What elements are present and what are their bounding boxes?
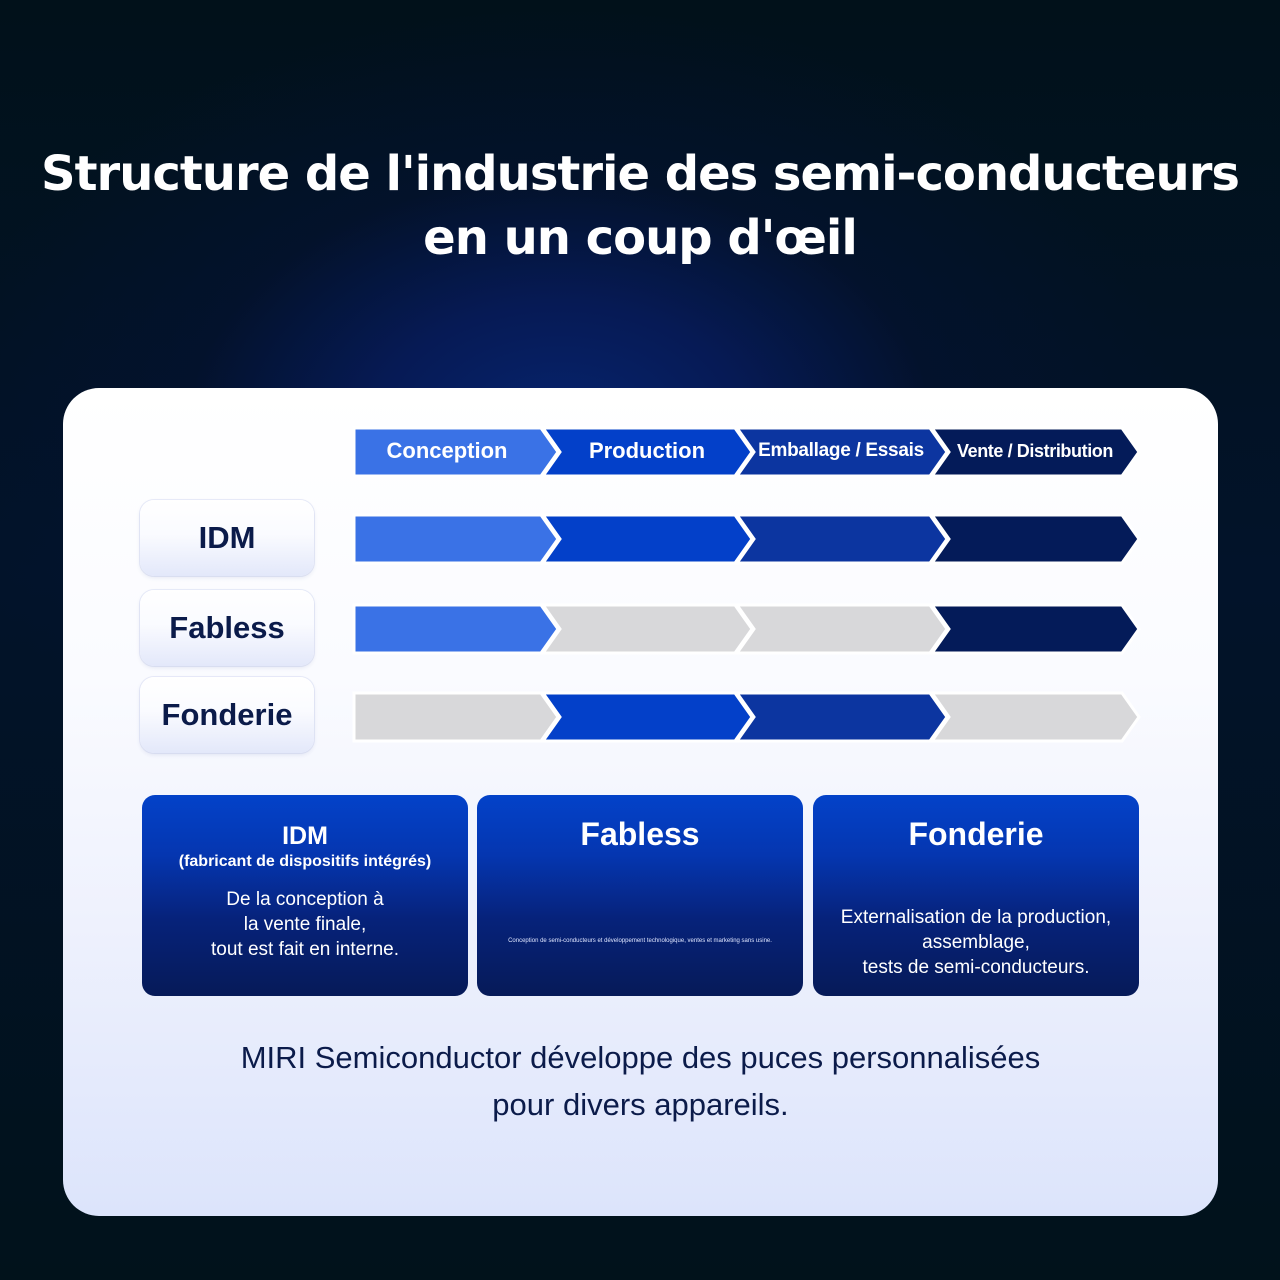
row-label-idm: IDM xyxy=(140,500,314,576)
footer-statement: MIRI Semiconductor développe des puces p… xyxy=(63,1034,1218,1128)
row-1-chevron-1-active xyxy=(352,513,560,565)
footer-line-1: MIRI Semiconductor développe des puces p… xyxy=(240,1040,1041,1075)
card-idm-description: De la conception à la vente finale, tout… xyxy=(142,887,468,962)
row-1-chevron-4-active xyxy=(929,513,1141,565)
row-3-chevron-2-active xyxy=(540,691,754,743)
row-1-chevron-3-active xyxy=(734,513,949,565)
stage-label-packaging-testing: Emballage / Essais xyxy=(758,440,924,461)
card-idm-line-3: tout est fait en interne. xyxy=(210,939,399,960)
stage-chevron-4 xyxy=(929,426,1141,478)
stage-chevron-3 xyxy=(734,426,949,478)
card-idm-line-2: la vente finale, xyxy=(243,914,367,935)
stage-label-conception: Conception xyxy=(386,438,508,463)
card-foundry-line-1: Externalisation de la production, xyxy=(840,907,1112,928)
row-2-chevron-4-active xyxy=(929,603,1141,655)
row-label-foundry: Fonderie xyxy=(140,677,314,753)
card-idm-line-1: De la conception à xyxy=(226,889,384,910)
row-2-chevron-3-inactive xyxy=(734,603,949,655)
card-idm: IDM (fabricant de dispositifs intégrés) … xyxy=(142,795,468,996)
row-2-chevron-1-active xyxy=(352,603,560,655)
card-fabless-description: Conception de semi-conducteurs et dévelo… xyxy=(508,938,772,944)
row-label-idm-text: IDM xyxy=(198,520,256,555)
card-foundry-line-2: assemblage, xyxy=(922,932,1030,953)
stage-chevron-2 xyxy=(540,426,754,478)
row-1-chevron-2-active xyxy=(540,513,754,565)
card-foundry-title: Fonderie xyxy=(908,816,1044,852)
row-label-fabless-text: Fabless xyxy=(169,610,285,645)
footer-line-2: pour divers appareils. xyxy=(492,1087,789,1122)
card-foundry-description: Externalisation de la production, assemb… xyxy=(813,905,1139,980)
stage-chevron-1 xyxy=(352,426,560,478)
row-label-fabless: Fabless xyxy=(140,590,314,666)
row-label-foundry-text: Fonderie xyxy=(161,697,293,732)
row-3-chevron-1-inactive xyxy=(352,691,560,743)
card-idm-subtitle: (fabricant de dispositifs intégrés) xyxy=(178,853,432,870)
row-3-chevron-4-inactive xyxy=(929,691,1141,743)
title-line-2: en un coup d'œil xyxy=(423,210,858,266)
card-fabless: Fabless Conception de semi-conducteurs e… xyxy=(477,795,803,996)
page-title: Structure de l'industrie des semi-conduc… xyxy=(0,142,1280,270)
stage-label-production: Production xyxy=(588,438,706,463)
row-3-chevron-3-active xyxy=(734,691,949,743)
stage-label-sales-distribution: Vente / Distribution xyxy=(956,441,1113,461)
card-foundry: Fonderie Externalisation de la productio… xyxy=(813,795,1139,996)
card-idm-title: IDM xyxy=(282,822,328,850)
card-fabless-title: Fabless xyxy=(580,816,700,852)
card-foundry-line-3: tests de semi-conducteurs. xyxy=(862,957,1090,978)
row-2-chevron-2-inactive xyxy=(540,603,754,655)
title-line-1: Structure de l'industrie des semi-conduc… xyxy=(41,146,1240,202)
